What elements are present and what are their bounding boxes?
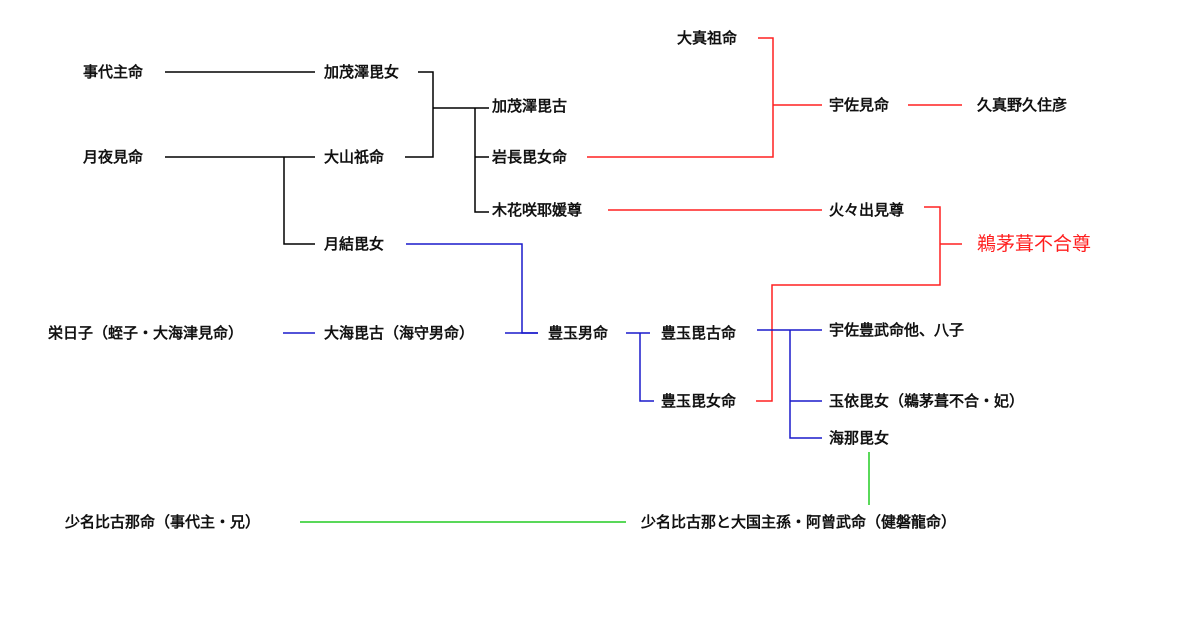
red-connectors [587,37,962,402]
node-tsukuyomi: 月夜見命 [83,148,144,166]
node-kumano: 久真野久住彦 [977,96,1068,114]
node-iwanagahime: 岩長毘女命 [492,148,568,166]
node-kamo-sawahime: 加茂澤毘女 [324,63,400,81]
node-ugayafukiaezu: 鵜茅葺不合尊 [977,233,1092,255]
node-amanahime: 海那毘女 [829,429,890,447]
node-toyotamao: 豊玉男命 [548,324,609,342]
blue-connectors [283,243,822,439]
black-connectors [165,71,489,245]
node-konohanasakuya: 木花咲耶媛尊 [492,201,583,219]
node-kamo-sawahiko: 加茂澤毘古 [492,97,568,115]
node-omasa: 大真祖命 [677,29,738,47]
node-hohodemi: 火々出見尊 [829,201,905,219]
node-usami: 宇佐見命 [829,96,890,114]
node-tamayorihime: 玉依毘女（鵜茅葺不合・妃） [829,392,1025,410]
node-usatoyotake: 宇佐豊武命他、八子 [829,321,965,339]
node-toyotamabiko: 豊玉毘古命 [661,324,737,342]
node-sukunahikona: 少名比古那命（事代主・兄） [65,513,261,531]
node-toyotamahime: 豊玉毘女命 [661,392,737,410]
node-tsukumusubi: 月結毘女 [324,235,385,253]
node-asotake: 少名比古那と大国主孫・阿曾武命（健磐龍命） [641,513,957,531]
node-kotoshironushi: 事代主命 [83,63,144,81]
node-eihiko: 栄日子（蛭子・大海津見命） [48,324,244,342]
green-connectors [300,452,870,523]
node-oumibiko: 大海毘古（海守男命） [324,324,475,342]
node-oyamatsumi: 大山祇命 [324,148,385,166]
